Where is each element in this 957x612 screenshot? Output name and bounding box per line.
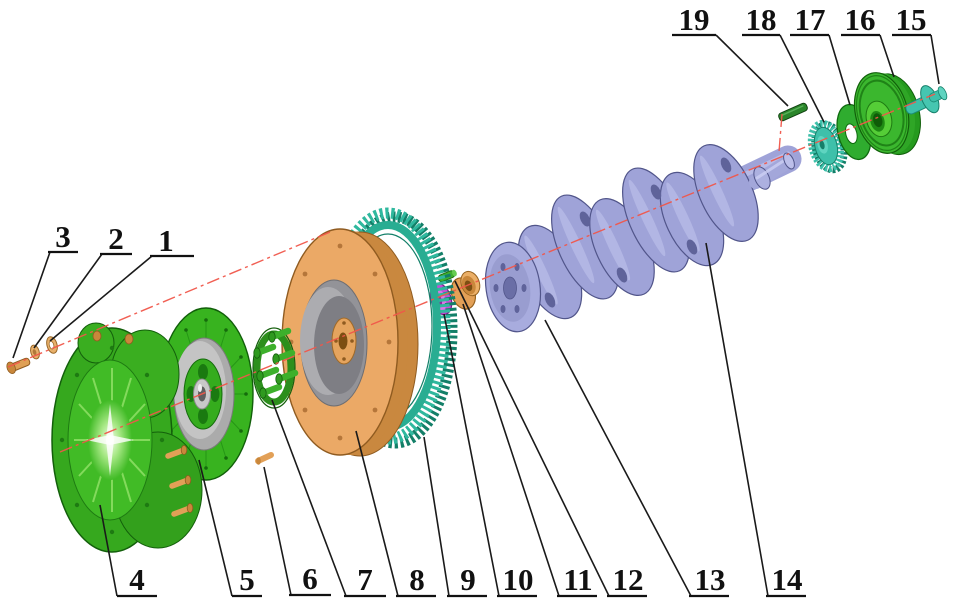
leader-line-18: [779, 34, 825, 123]
crankshaft-web-highlights: [524, 155, 735, 305]
leader-line-19: [715, 34, 789, 107]
callout-number-19: 19: [679, 2, 710, 37]
callout-number-5: 5: [239, 562, 255, 597]
leader-line-6: [263, 466, 292, 596]
part-bolt-pin-3: [6, 357, 31, 375]
leader-line-8: [355, 430, 399, 597]
callout-number-6: 6: [302, 561, 318, 596]
callout-number-7: 7: [357, 562, 373, 597]
leader-line-17: [828, 34, 851, 106]
flywheel-rim-holes: [288, 243, 392, 441]
callout-number-11: 11: [563, 562, 592, 597]
centerline-key-axis: [778, 113, 783, 153]
callout-number-15: 15: [896, 2, 927, 37]
flywheel-hub: [331, 317, 357, 365]
callout-number-14: 14: [772, 562, 803, 597]
leader-line-14: [705, 242, 769, 597]
callout-number-4: 4: [129, 562, 145, 597]
leader-line-9: [423, 436, 450, 597]
part-flywheel-bolt-set-7: [252, 327, 299, 409]
centerlines: [7, 93, 936, 453]
callout-number-10: 10: [503, 562, 534, 597]
callout-number-9: 9: [460, 562, 476, 597]
leader-line-5: [198, 459, 233, 597]
part-pressure-plate: [51, 322, 203, 553]
callout-number-12: 12: [613, 562, 644, 597]
leader-line-13: [544, 319, 692, 597]
plate-bolts-orange: [92, 330, 194, 517]
part-flywheel: [281, 228, 419, 457]
crankshaft-web-holes: [544, 157, 732, 308]
leader-line-2: [33, 253, 103, 349]
green-bolts: [253, 327, 299, 399]
part-crankshaft: [484, 144, 802, 333]
part-dowel-pin-6: [255, 452, 274, 465]
callout-number-18: 18: [746, 2, 777, 37]
centerline-main-axis: [59, 93, 936, 453]
flange-bolt-holes: [493, 263, 527, 313]
crankshaft-flange: [484, 241, 542, 333]
leader-line-10: [443, 313, 500, 597]
callout-number-8: 8: [409, 562, 425, 597]
callout-number-17: 17: [795, 2, 826, 37]
leader-line-11: [462, 303, 560, 597]
part-ratchet-bolt-15: [905, 85, 948, 115]
callout-number-13: 13: [695, 562, 726, 597]
part-woodruff-key-19: [778, 102, 808, 122]
leader-line-15: [930, 34, 940, 85]
plate-rivets: [59, 345, 165, 535]
callout-number-2: 2: [108, 221, 124, 256]
leader-line-12: [454, 280, 610, 597]
callout-number-1: 1: [158, 223, 174, 258]
disc-spring-windows: [186, 364, 220, 424]
leader-line-7: [271, 399, 347, 597]
leader-line-3: [12, 251, 51, 359]
callout-number-16: 16: [845, 2, 876, 37]
leader-line-1: [49, 255, 153, 342]
centerline-bolt-axis: [7, 231, 331, 368]
leader-line-4: [99, 504, 118, 597]
crankshaft-nose: [749, 152, 796, 190]
leader-line-16: [879, 34, 895, 78]
callout-number-3: 3: [55, 219, 71, 254]
